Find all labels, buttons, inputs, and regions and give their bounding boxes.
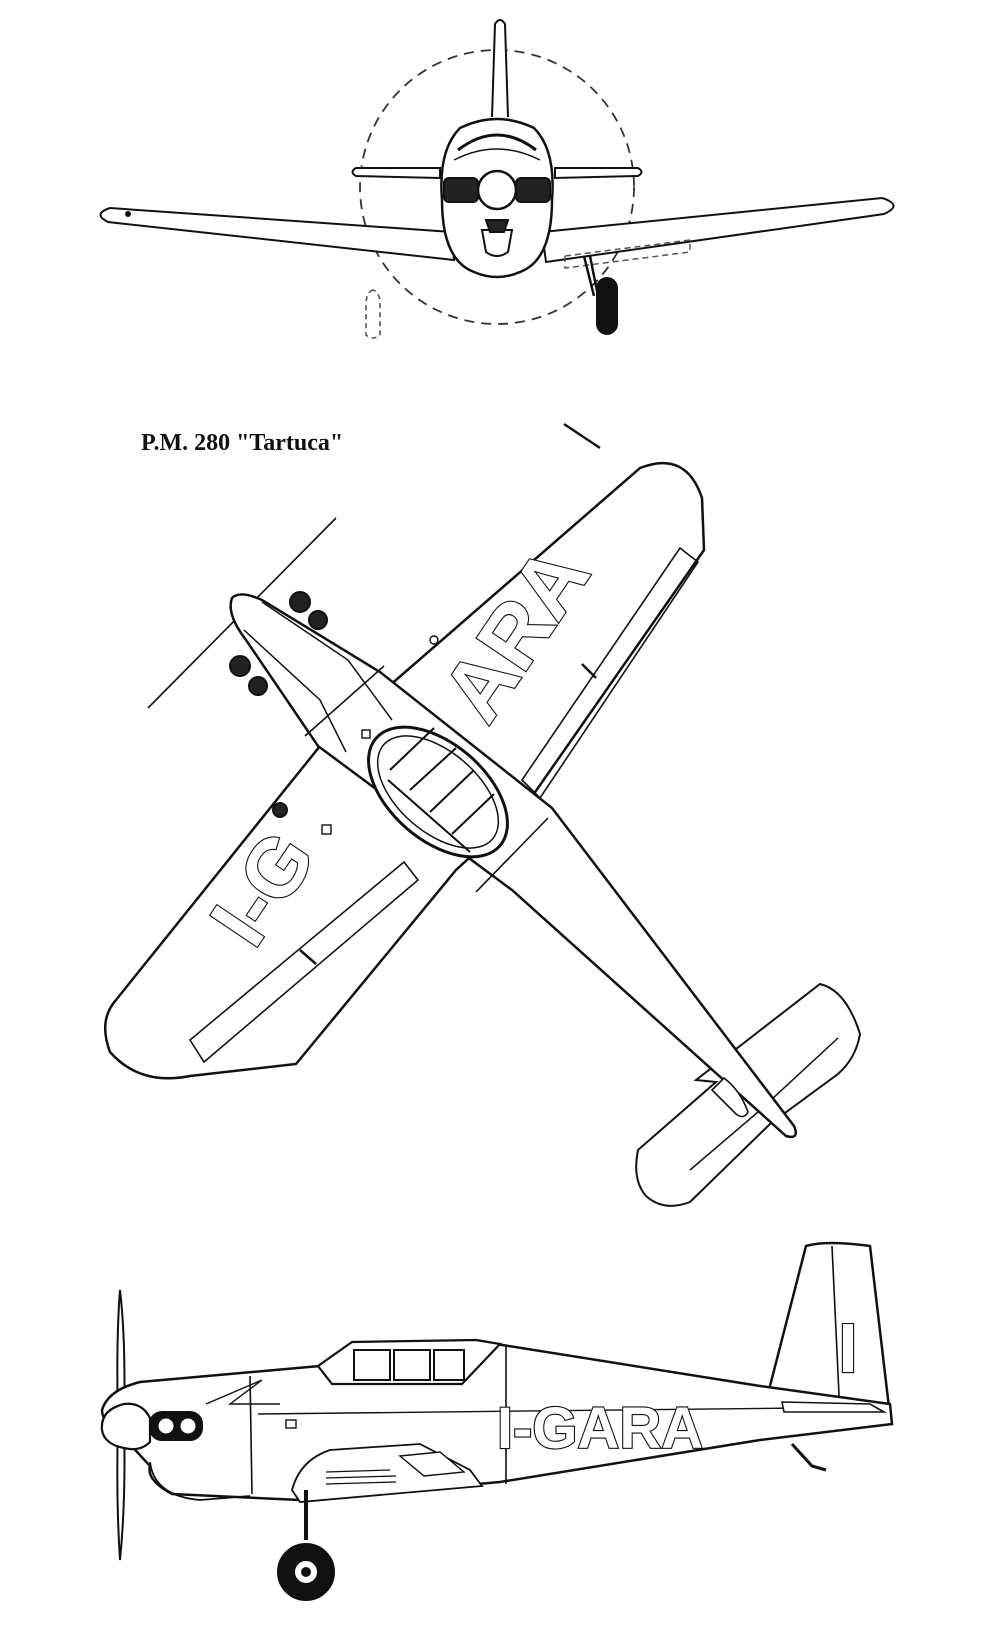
side-fin-registration: I <box>838 1309 857 1387</box>
front-retracted-gear <box>365 289 381 339</box>
side-fuselage-registration: I-GARA <box>497 1396 703 1461</box>
front-gear-wheel <box>596 277 618 335</box>
front-gear-leg <box>582 255 600 297</box>
top-engine-cylinders <box>229 591 328 818</box>
side-canopy-frames <box>353 1349 465 1381</box>
wingtip-light <box>125 211 131 217</box>
top-fuselage <box>229 593 797 1139</box>
top-left-aileron <box>188 860 420 1064</box>
front-spinner <box>476 169 518 211</box>
front-left-cylinders <box>443 177 479 203</box>
front-view <box>99 19 895 339</box>
top-canopy-frames <box>387 727 495 853</box>
front-right-wing <box>540 196 895 264</box>
top-canopy <box>367 725 509 859</box>
front-tailplane <box>351 167 643 180</box>
front-canopy <box>457 133 537 152</box>
propeller-disc <box>359 49 635 325</box>
front-tail-fin <box>491 19 509 118</box>
drawing-caption: P.M. 280 "Tartuca" <box>141 430 344 456</box>
side-tail-skid <box>790 1442 827 1472</box>
side-view: I-GARA I <box>100 1241 894 1601</box>
side-spinner <box>100 1402 152 1451</box>
front-left-wing <box>99 206 456 262</box>
front-right-cylinders <box>515 177 551 203</box>
front-chin-intake <box>480 229 514 257</box>
top-view: ARA I-G <box>103 422 862 1207</box>
